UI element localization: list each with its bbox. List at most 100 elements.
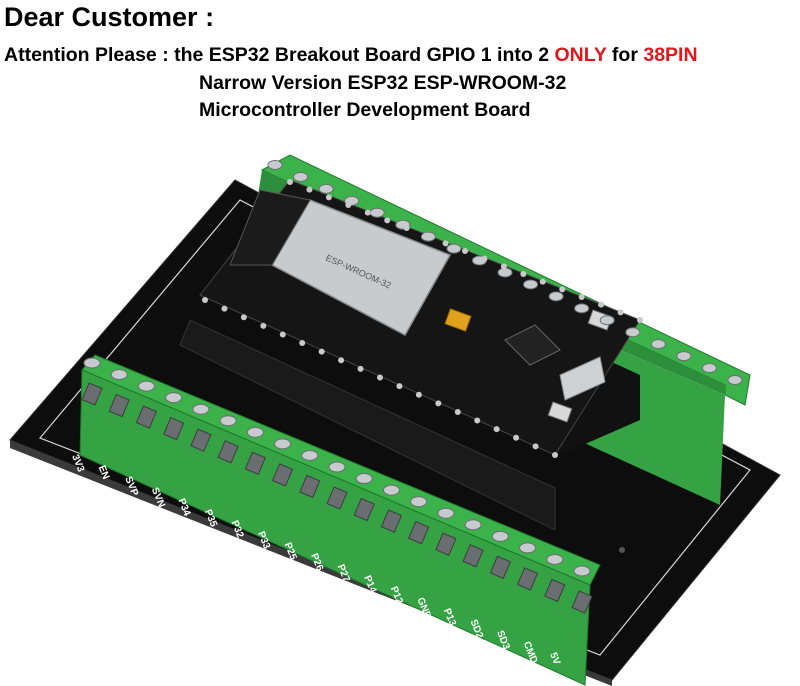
- terminal-screw: [369, 207, 385, 218]
- header-pin: [617, 309, 624, 316]
- header-pins: [202, 179, 643, 458]
- terminal-clamp: [353, 497, 375, 522]
- header-pin: [493, 426, 500, 433]
- header-pin: [552, 452, 558, 458]
- terminal-screw: [464, 519, 482, 531]
- terminal-screw: [625, 327, 641, 338]
- terminal-clamp: [462, 544, 484, 568]
- header-pin: [299, 340, 306, 347]
- header-pin: [364, 209, 371, 216]
- header-pin: [637, 317, 643, 323]
- terminal-screw: [355, 473, 373, 485]
- header-pin: [318, 348, 325, 355]
- usb-port: [559, 356, 606, 401]
- terminal-clamp: [408, 520, 430, 545]
- female-header-front: [179, 319, 556, 531]
- terminal-screw: [110, 369, 128, 381]
- terminal-screw: [165, 392, 183, 404]
- header-pin: [403, 225, 410, 231]
- heading: Dear Customer :: [4, 2, 215, 32]
- terminal-clamp: [435, 532, 457, 556]
- header-pin: [481, 255, 488, 262]
- terminal-clamp: [163, 416, 185, 441]
- notice-pins: 38PIN: [643, 44, 698, 66]
- header-pin: [578, 294, 585, 300]
- terminal-clamp: [489, 555, 511, 580]
- terminal-screw: [274, 438, 292, 450]
- header-pin: [240, 314, 247, 321]
- header-pin: [423, 232, 430, 239]
- terminal-screw: [573, 565, 591, 577]
- terminal-clamp: [244, 451, 266, 476]
- terminal-screw: [137, 380, 155, 392]
- terminal-screw: [676, 351, 692, 362]
- notice-for: for: [606, 44, 644, 66]
- terminal-screw: [701, 363, 717, 374]
- header-pin: [202, 297, 208, 303]
- terminal-clamp: [299, 474, 321, 499]
- header-pin: [377, 374, 383, 381]
- terminal-clamp: [544, 578, 566, 603]
- header-pin: [260, 322, 267, 329]
- header-pin: [520, 271, 527, 277]
- terminal-screw: [328, 461, 346, 473]
- front-terminal-face: [79, 369, 591, 686]
- terminal-screw: [219, 415, 237, 427]
- terminal-clamp: [326, 486, 348, 510]
- terminal-screw: [546, 553, 564, 565]
- header-pin: [454, 408, 461, 415]
- terminal-screw: [519, 542, 537, 554]
- terminal-screw: [246, 426, 264, 438]
- terminal-screw: [727, 375, 743, 385]
- notice-line-2: Narrow Version ESP32 ESP-WROOM-32: [199, 71, 567, 94]
- terminal-clamp: [108, 393, 130, 418]
- terminal-clamp: [380, 509, 403, 533]
- reset-button: [547, 401, 573, 423]
- module-antenna: [229, 189, 311, 266]
- header-pin: [357, 365, 364, 372]
- header-pin: [474, 417, 481, 424]
- notice-only: ONLY: [554, 44, 607, 66]
- header-pin: [345, 202, 352, 208]
- mounting-hole: [619, 547, 625, 553]
- header-pin: [598, 301, 605, 308]
- pin-label: EN: [96, 464, 111, 481]
- terminal-clamp: [217, 440, 239, 464]
- tantalum-capacitor: [444, 308, 472, 332]
- terminal-screw: [523, 279, 539, 290]
- notice-line-1: Attention Please : the ESP32 Breakout Bo…: [4, 42, 800, 70]
- header-pin: [462, 248, 468, 254]
- header-pin: [442, 240, 449, 247]
- terminal-screw: [83, 357, 101, 369]
- terminal-screws: [81, 357, 593, 614]
- terminal-screw: [497, 267, 513, 278]
- header-pin: [559, 286, 566, 293]
- terminal-screw: [599, 315, 615, 326]
- terminal-clamp: [135, 405, 158, 429]
- terminal-screw: [410, 496, 428, 508]
- header-pin: [415, 391, 422, 398]
- terminal-screw: [574, 303, 590, 314]
- terminal-screw: [301, 449, 319, 461]
- terminal-screw: [491, 530, 509, 542]
- notice-text: Attention Please : the ESP32 Breakout Bo…: [4, 42, 800, 125]
- header-pin: [325, 194, 332, 201]
- header-pin: [384, 217, 391, 224]
- terminal-screw: [192, 403, 210, 415]
- usb-chip: [504, 324, 561, 366]
- notice-line-3: Microcontroller Development Board: [199, 99, 531, 121]
- header-pin: [435, 400, 442, 407]
- pin-label: 5V: [547, 651, 562, 667]
- terminal-screw: [650, 339, 666, 350]
- terminal-clamp: [190, 428, 212, 452]
- terminal-screw: [318, 183, 334, 194]
- terminal-clamp: [81, 382, 103, 406]
- header-pin: [306, 186, 313, 193]
- header-pin: [279, 331, 286, 338]
- notice-lead: Attention Please : the ESP32 Breakout Bo…: [4, 44, 555, 66]
- header-pin: [338, 357, 345, 364]
- terminal-screw: [437, 507, 455, 519]
- terminal-screw: [267, 160, 283, 170]
- terminal-clamp: [516, 567, 539, 591]
